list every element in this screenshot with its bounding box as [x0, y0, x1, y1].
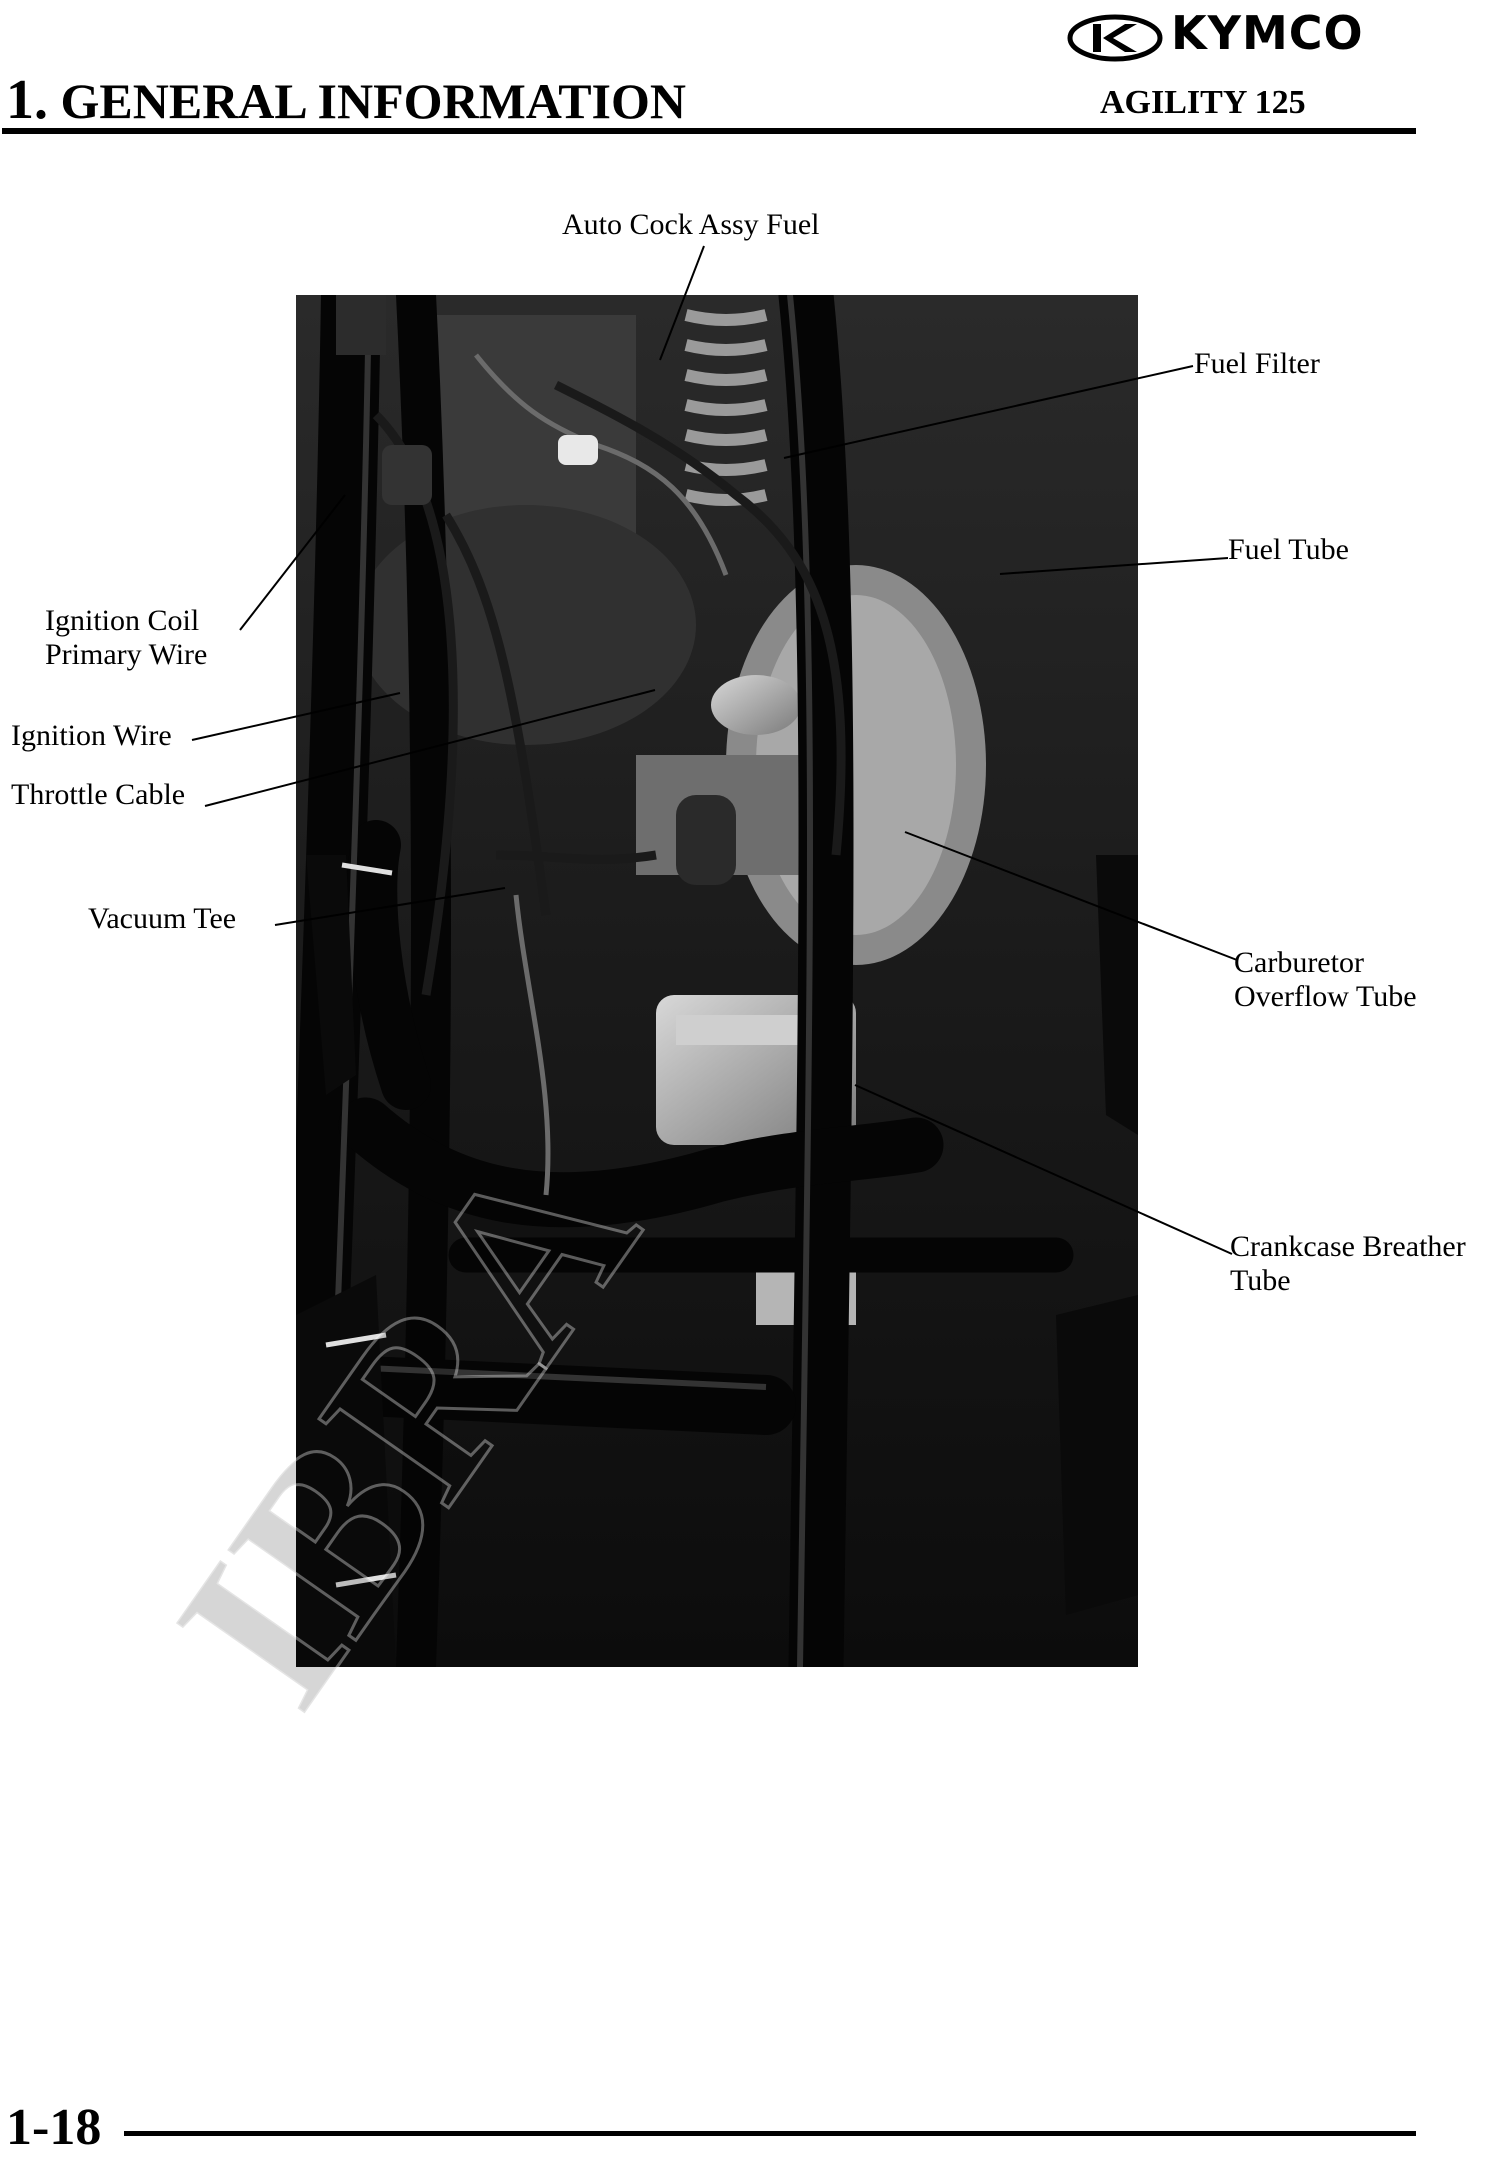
label-carburetor-overflow-tube: Carburetor Overflow Tube	[1234, 946, 1417, 1014]
section-number: 1.	[6, 69, 48, 131]
label-crankcase-breather-tube: Crankcase Breather Tube	[1230, 1230, 1466, 1298]
watermark-text: IBRA	[125, 1106, 687, 1750]
label-fuel-filter: Fuel Filter	[1194, 347, 1320, 380]
engine-frame-photo	[296, 295, 1238, 1667]
kymco-logo: KYMCO	[1067, 6, 1412, 62]
kymco-emblem-icon	[1067, 14, 1163, 62]
footer-rule	[124, 2131, 1416, 2136]
section-title: 1. GENERAL INFORMATION	[6, 68, 686, 132]
label-ignition-coil-line1: Ignition Coil	[45, 604, 200, 637]
label-crankcase-line1: Crankcase Breather	[1230, 1230, 1466, 1263]
label-ignition-coil-line2: Primary Wire	[45, 638, 208, 671]
label-carburetor-line2: Overflow Tube	[1234, 980, 1417, 1013]
label-crankcase-line2: Tube	[1230, 1264, 1291, 1297]
header-rule	[2, 128, 1416, 134]
label-vacuum-tee: Vacuum Tee	[88, 902, 237, 935]
label-fuel-tube: Fuel Tube	[1228, 533, 1349, 566]
kymco-logo-text: KYMCO	[1171, 6, 1364, 60]
label-carburetor-line1: Carburetor	[1234, 946, 1364, 979]
section-title-text: GENERAL INFORMATION	[60, 73, 687, 129]
label-ignition-coil-primary-wire: Ignition Coil Primary Wire	[45, 604, 207, 672]
model-name: AGILITY 125	[1100, 84, 1306, 121]
page-number: 1-18	[6, 2099, 102, 2156]
label-throttle-cable: Throttle Cable	[11, 778, 186, 811]
label-auto-cock-assy-fuel: Auto Cock Assy Fuel	[562, 208, 820, 241]
label-ignition-wire: Ignition Wire	[11, 719, 172, 752]
